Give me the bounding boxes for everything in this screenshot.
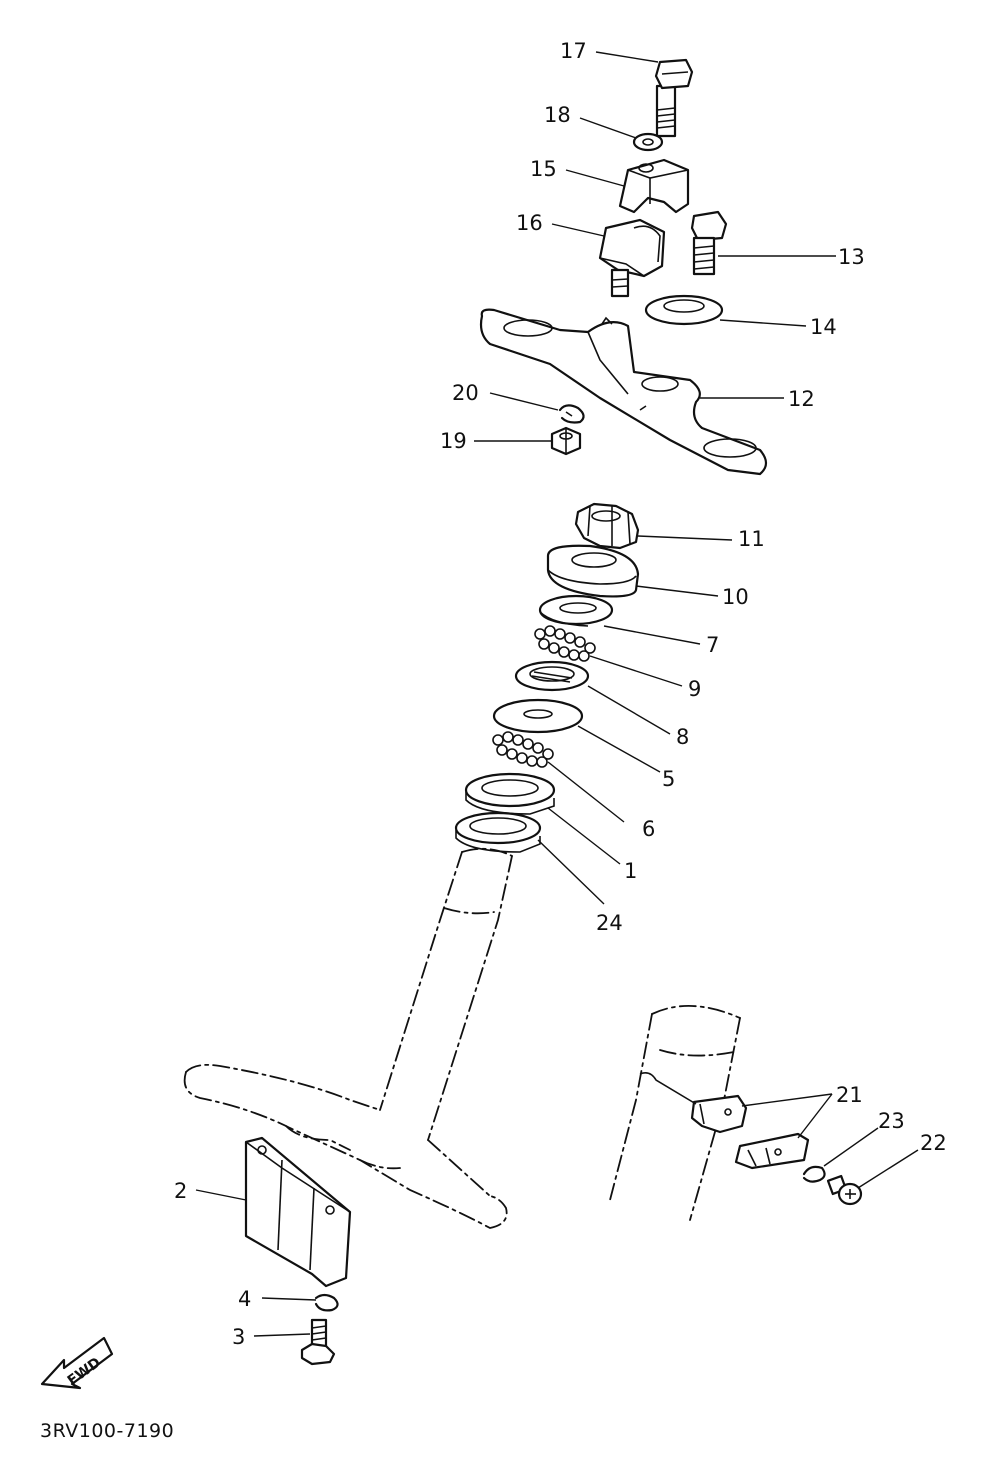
part-20-lockwasher (558, 404, 585, 424)
callout-labels: 17 18 15 16 13 14 20 19 12 11 10 7 9 8 5… (174, 39, 947, 1349)
callout-10: 10 (722, 585, 749, 609)
part-23-washer (802, 1165, 826, 1183)
callout-16: 16 (516, 211, 543, 235)
part-13-bolt (690, 210, 728, 276)
part-11-ring-nut (574, 502, 640, 550)
drawing-code: 3RV100-7190 (40, 1420, 175, 1442)
callout-21: 21 (836, 1083, 863, 1107)
part-15-upper-holder (618, 158, 690, 214)
callout-3: 3 (232, 1325, 245, 1349)
steering-stem-phantom (183, 847, 513, 1229)
part-5-washer (492, 698, 584, 734)
part-12-upper-bracket (479, 308, 768, 476)
callout-8: 8 (676, 725, 689, 749)
part-24-seal (454, 811, 542, 853)
callout-14: 14 (810, 315, 837, 339)
fork-tube-phantom (609, 1005, 741, 1221)
callout-23: 23 (878, 1109, 905, 1133)
callout-6: 6 (642, 817, 655, 841)
callout-17: 17 (560, 39, 587, 63)
part-17-bolt (654, 58, 694, 138)
callout-24: 24 (596, 911, 623, 935)
callout-12: 12 (788, 387, 815, 411)
part-19-nut (550, 426, 582, 456)
part-10-cover (546, 544, 640, 598)
part-22-screw (826, 1174, 863, 1206)
callout-4: 4 (238, 1287, 251, 1311)
part-2-guide-plate (244, 1136, 352, 1288)
part-4-lockwasher (314, 1293, 339, 1312)
part-1-ball-race (464, 772, 556, 815)
callout-11: 11 (738, 527, 765, 551)
callout-15: 15 (530, 157, 557, 181)
part-18-washer (632, 132, 664, 152)
callout-2: 2 (174, 1179, 187, 1203)
callout-19: 19 (440, 429, 467, 453)
part-3-bolt (300, 1318, 336, 1366)
part-7-ball-race (538, 594, 614, 627)
callout-7: 7 (706, 633, 719, 657)
part-21-cable-holders (639, 1072, 810, 1170)
callout-20: 20 (452, 381, 479, 405)
part-16-lower-holder (598, 218, 666, 298)
forward-arrow-icon: FWD (40, 1336, 114, 1389)
part-9-balls (534, 625, 596, 662)
callout-18: 18 (544, 103, 571, 127)
callout-1: 1 (624, 859, 637, 883)
part-8-ball-race (514, 660, 590, 692)
callout-5: 5 (662, 767, 675, 791)
part-14-washer (644, 294, 724, 326)
callout-13: 13 (838, 245, 865, 269)
part-6-balls (492, 731, 554, 768)
callout-22: 22 (920, 1131, 947, 1155)
leader-lines (195, 51, 919, 1337)
callout-9: 9 (688, 677, 701, 701)
